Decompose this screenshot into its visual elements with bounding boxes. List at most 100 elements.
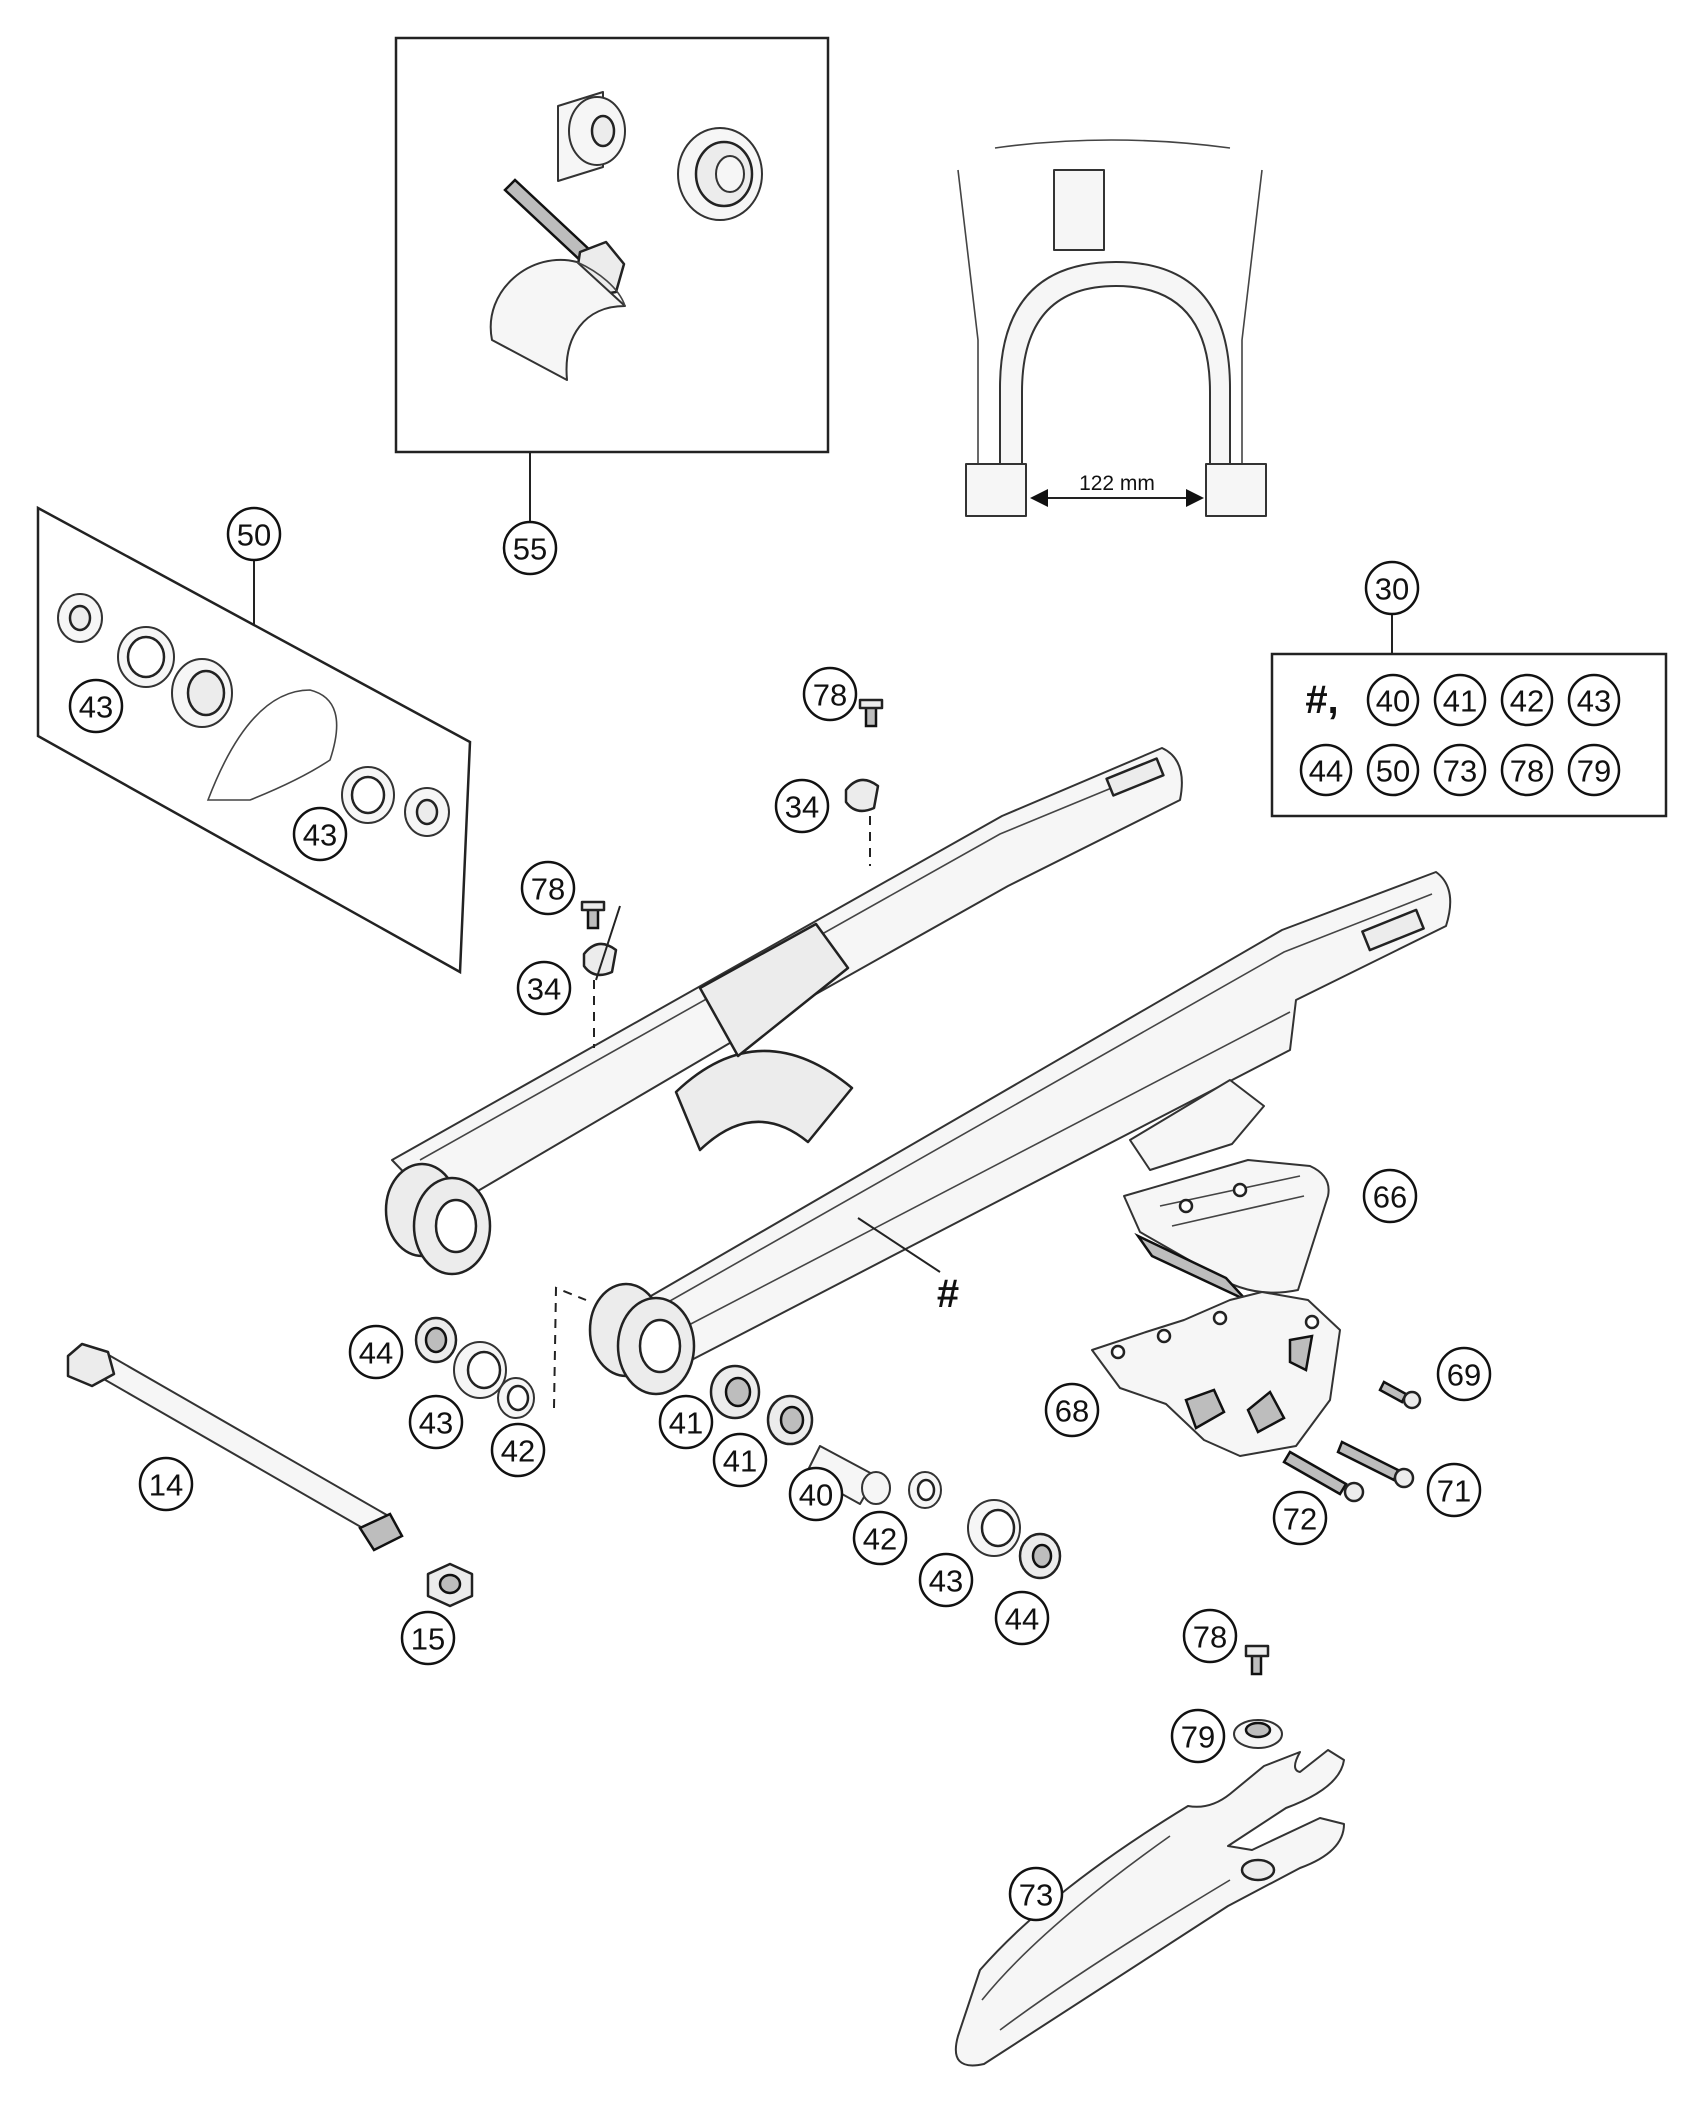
bolt-71-part [1336,1440,1415,1489]
svg-text:73: 73 [1443,754,1477,789]
kit-30-box: #, 40 41 42 43 44 50 73 78 79 [1270,652,1668,818]
callout-34: 34 [774,778,830,834]
kit-50-panel [36,505,472,975]
cable-clip-lower [580,900,618,977]
chain-guide-block [1123,1159,1330,1302]
callout-78: 78 [520,860,576,916]
frame-detail-view: 122 mm [957,139,1267,517]
svg-text:30: 30 [1375,572,1409,607]
callout-78: 78 [1182,1608,1238,1664]
pivot-axle-part [66,1342,404,1552]
callout-41: 41 [658,1394,714,1450]
svg-text:50: 50 [1376,754,1410,789]
kit-30-item-40: 40 [1366,673,1420,727]
svg-text:55: 55 [513,532,547,567]
callout-42: 42 [852,1510,908,1566]
callout-30: 30 [1364,560,1420,616]
bearing-part [677,127,763,221]
swingarm-part [384,747,1452,1396]
kit-30-item-79: 79 [1567,743,1621,797]
dimension-label: 122 mm [1079,472,1155,495]
callout-43: 43 [292,806,348,862]
callout-43: 43 [68,678,124,734]
kit-30-item-50: 50 [1366,743,1420,797]
svg-text:43: 43 [303,818,337,853]
callout-71: 71 [1426,1462,1482,1518]
svg-text:43: 43 [929,1564,963,1599]
inner-sleeve-part [805,1445,891,1505]
callout-78: 78 [802,666,858,722]
callout-43: 43 [408,1394,464,1450]
bolt-72-part [1282,1450,1365,1503]
swingarm-marker-label: # [937,1272,959,1316]
kit-55-box [394,36,830,454]
svg-text:50: 50 [237,518,271,553]
callout-14: 14 [138,1456,194,1512]
callout-41: 41 [712,1432,768,1488]
svg-text:42: 42 [1510,684,1544,719]
svg-text:14: 14 [149,1468,183,1503]
svg-text:44: 44 [1005,1602,1039,1637]
axle-nut-part [426,1562,474,1608]
svg-text:43: 43 [419,1406,453,1441]
svg-text:41: 41 [723,1444,757,1479]
screw-69-part [1378,1380,1422,1410]
callout-68: 68 [1044,1382,1100,1438]
svg-text:78: 78 [531,872,565,907]
callout-79: 79 [1170,1708,1226,1764]
svg-text:69: 69 [1447,1358,1481,1393]
kit-30-item-42: 42 [1500,673,1554,727]
split-bushing-part [489,259,626,381]
svg-text:15: 15 [411,1622,445,1657]
svg-text:40: 40 [1376,684,1410,719]
callout-73: 73 [1008,1866,1064,1922]
chain-guide-mount [1091,1291,1341,1457]
kit-30-item-78: 78 [1500,743,1554,797]
callout-40: 40 [788,1466,844,1522]
svg-text:34: 34 [785,790,819,825]
cable-clip-upper [844,698,884,813]
screw-78-lower [1244,1644,1270,1676]
kit-30-item-43: 43 [1567,673,1621,727]
svg-text:42: 42 [863,1522,897,1557]
svg-text:78: 78 [813,678,847,713]
lead-swingarm [857,1217,941,1273]
svg-text:44: 44 [1309,754,1343,789]
svg-text:34: 34 [527,972,561,1007]
callout-66: 66 [1362,1168,1418,1224]
svg-text:72: 72 [1283,1502,1317,1537]
kit-30-item-41: 41 [1433,673,1487,727]
bushing-part [557,91,626,182]
svg-text:68: 68 [1055,1394,1089,1429]
svg-text:78: 78 [1510,754,1544,789]
svg-text:41: 41 [669,1406,703,1441]
callout-44: 44 [994,1590,1050,1646]
svg-text:40: 40 [799,1478,833,1513]
svg-text:43: 43 [79,690,113,725]
kit-30-item-44: 44 [1299,743,1353,797]
svg-text:44: 44 [359,1336,393,1371]
callout-50: 50 [226,506,282,562]
svg-text:71: 71 [1437,1474,1471,1509]
svg-text:41: 41 [1443,684,1477,719]
svg-text:79: 79 [1577,754,1611,789]
svg-text:73: 73 [1019,1878,1053,1913]
kit-30-item-73: 73 [1433,743,1487,797]
callout-43: 43 [918,1552,974,1608]
callout-72: 72 [1272,1490,1328,1546]
svg-text:42: 42 [501,1434,535,1469]
callout-42: 42 [490,1422,546,1478]
svg-text:78: 78 [1193,1620,1227,1655]
svg-text:79: 79 [1181,1720,1215,1755]
callout-55: 55 [502,520,558,576]
callout-15: 15 [400,1610,456,1666]
svg-text:66: 66 [1373,1180,1407,1215]
callout-34: 34 [516,960,572,1016]
kit-30-hash-label: #, [1305,678,1338,722]
chain-slider-part [954,1749,1345,2067]
callout-44: 44 [348,1324,404,1380]
svg-text:43: 43 [1577,684,1611,719]
washer-79-part [1233,1719,1283,1749]
callout-69: 69 [1436,1346,1492,1402]
